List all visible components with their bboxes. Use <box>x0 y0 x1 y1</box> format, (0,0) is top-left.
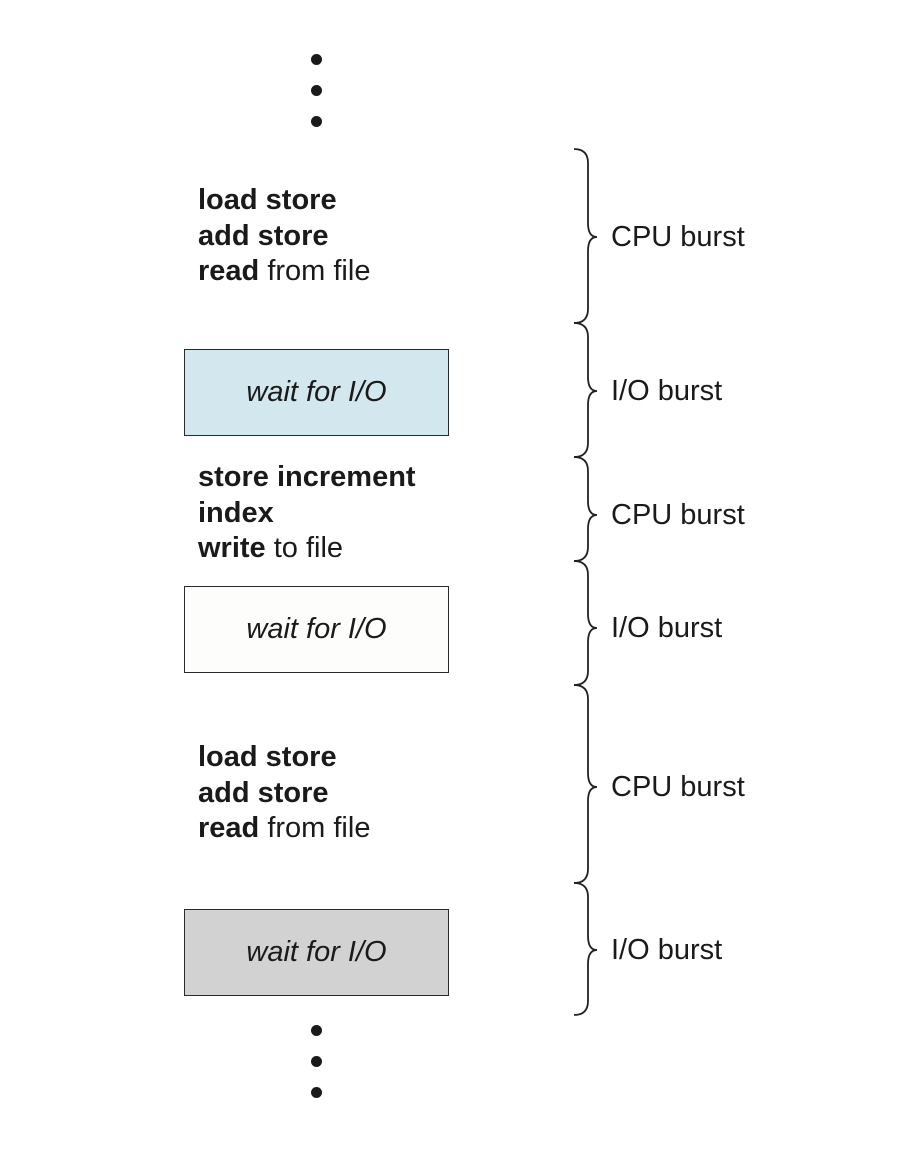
code-keyword: load store <box>198 184 337 216</box>
dot <box>311 116 322 127</box>
wait-io-box-3: wait for I/O <box>184 909 449 996</box>
burst-label-io-3: I/O burst <box>611 934 723 966</box>
brace-io-burst-1 <box>573 322 598 458</box>
code-keyword: store increment <box>198 461 416 493</box>
code-keyword: read <box>198 812 260 844</box>
code-line: add store <box>198 219 370 255</box>
code-text: to file <box>265 532 344 564</box>
brace-cpu-burst-1 <box>573 148 598 324</box>
code-block-2: store increment index write to file <box>198 460 416 567</box>
code-block-3: load store add store read from file <box>198 740 370 847</box>
dot <box>311 1056 322 1067</box>
code-keyword: add store <box>198 219 329 252</box>
burst-label-io-2: I/O burst <box>611 612 723 644</box>
code-line: index <box>198 496 416 532</box>
code-line: add store <box>198 776 370 812</box>
dot <box>311 85 322 96</box>
wait-io-box-2: wait for I/O <box>184 586 449 673</box>
code-text: from file <box>259 812 371 844</box>
code-block-1: load store add store read from file <box>198 183 370 290</box>
code-keyword: write <box>198 532 266 564</box>
burst-label-cpu-3: CPU burst <box>611 771 745 803</box>
code-line: load store <box>198 740 370 776</box>
brace-io-burst-3 <box>573 882 598 1016</box>
code-line: read from file <box>198 254 370 290</box>
brace-cpu-burst-2 <box>573 456 598 562</box>
brace-io-burst-2 <box>573 560 598 686</box>
burst-label-io-1: I/O burst <box>611 375 723 407</box>
code-line: read from file <box>198 811 370 847</box>
wait-io-label: wait for I/O <box>246 376 387 408</box>
code-keyword: index <box>198 496 274 529</box>
code-line: store increment <box>198 460 416 496</box>
code-keyword: read <box>198 255 260 287</box>
code-line: load store <box>198 183 370 219</box>
burst-label-cpu-2: CPU burst <box>611 499 745 531</box>
dot <box>311 1087 322 1098</box>
wait-io-label: wait for I/O <box>246 936 387 968</box>
burst-label-cpu-1: CPU burst <box>611 221 745 253</box>
dot <box>311 54 322 65</box>
code-text: from file <box>259 255 371 287</box>
dot <box>311 1025 322 1036</box>
brace-cpu-burst-3 <box>573 684 598 884</box>
code-line: write to file <box>198 531 416 567</box>
wait-io-label: wait for I/O <box>246 613 387 645</box>
wait-io-box-1: wait for I/O <box>184 349 449 436</box>
code-keyword: load store <box>198 741 337 773</box>
code-keyword: add store <box>198 776 329 809</box>
